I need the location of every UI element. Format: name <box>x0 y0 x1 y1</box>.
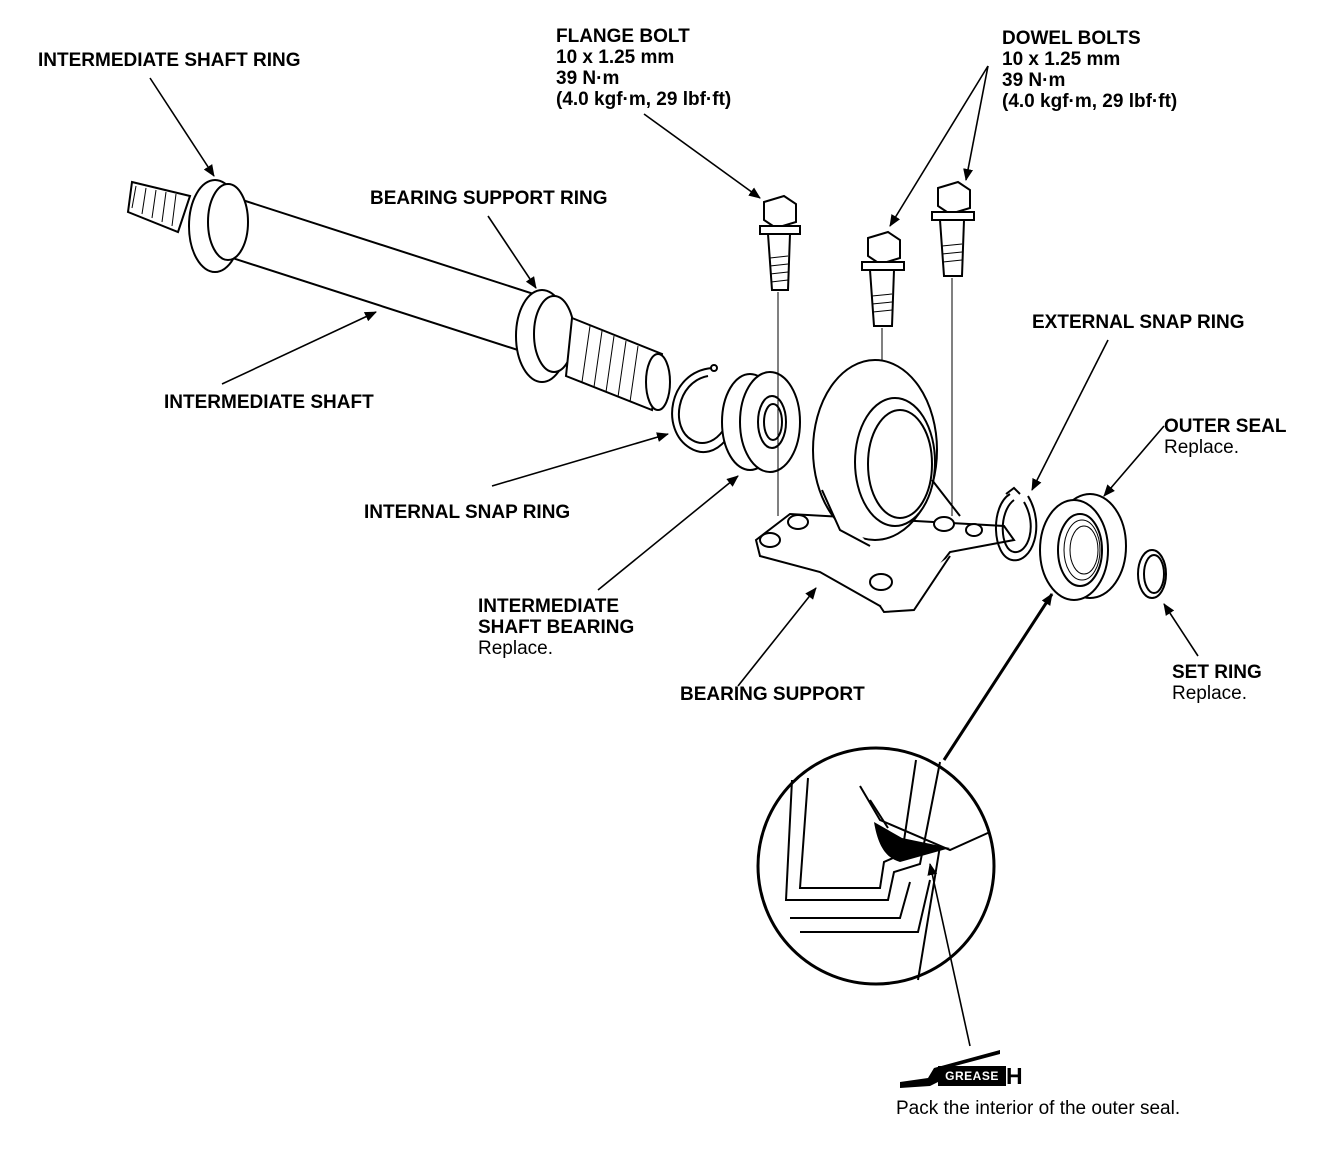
set-ring <box>1137 549 1167 599</box>
label-set-ring: SET RING Replace. <box>1172 662 1262 704</box>
flange-bolt-title: FLANGE BOLT <box>556 26 690 47</box>
set-ring-title: SET RING <box>1172 662 1262 683</box>
external-snap-ring-text: EXTERNAL SNAP RING <box>1032 312 1245 333</box>
dowel-bolts-title: DOWEL BOLTS <box>1002 28 1141 49</box>
flange-bolt-torque-alt: (4.0 kgf·m, 29 lbf·ft) <box>556 89 732 110</box>
grease-note: Pack the interior of the outer seal. <box>896 1098 1181 1119</box>
dowel-bolt-right <box>931 180 975 277</box>
label-intermediate-shaft-bearing: INTERMEDIATE SHAFT BEARING Replace. <box>478 596 634 659</box>
bearing-support-ring-text: BEARING SUPPORT RING <box>370 188 608 209</box>
intermediate-shaft-bearing-line2: SHAFT BEARING <box>478 617 635 638</box>
dowel-bolts-torque-alt: (4.0 kgf·m, 29 lbf·ft) <box>1002 91 1178 112</box>
label-intermediate-shaft-ring: INTERMEDIATE SHAFT RING <box>38 50 300 71</box>
intermediate-shaft-bearing <box>721 371 801 473</box>
internal-snap-ring-text: INTERNAL SNAP RING <box>364 502 571 523</box>
label-internal-snap-ring: INTERNAL SNAP RING <box>364 502 570 523</box>
flange-bolt-size: 10 x 1.25 mm <box>556 47 675 68</box>
intermediate-shaft <box>126 179 671 412</box>
label-bearing-support: BEARING SUPPORT <box>680 684 865 705</box>
flange-bolt <box>759 194 801 291</box>
intermediate-shaft-ring-text: INTERMEDIATE SHAFT RING <box>38 50 301 71</box>
bearing-support <box>754 359 1016 614</box>
flange-bolt-torque: 39 N·m <box>556 68 620 89</box>
set-ring-note: Replace. <box>1172 683 1247 704</box>
label-intermediate-shaft: INTERMEDIATE SHAFT <box>164 392 374 413</box>
outer-seal-note: Replace. <box>1164 437 1239 458</box>
intermediate-shaft-text: INTERMEDIATE SHAFT <box>164 392 374 413</box>
bearing-support-text: BEARING SUPPORT <box>680 684 865 705</box>
label-dowel-bolts: DOWEL BOLTS 10 x 1.25 mm 39 N·m (4.0 kgf… <box>1002 28 1177 112</box>
seal-detail-circle <box>756 746 996 986</box>
label-external-snap-ring: EXTERNAL SNAP RING <box>1032 312 1245 333</box>
grease-h-mark: H <box>1006 1063 1023 1089</box>
label-outer-seal: OUTER SEAL Replace. <box>1164 416 1286 458</box>
grease-tag: GREASE <box>938 1066 1006 1086</box>
outer-seal <box>1039 493 1127 601</box>
label-flange-bolt: FLANGE BOLT 10 x 1.25 mm 39 N·m (4.0 kgf… <box>556 26 731 110</box>
intermediate-shaft-bearing-line1: INTERMEDIATE <box>478 596 620 617</box>
intermediate-shaft-bearing-note: Replace. <box>478 638 553 659</box>
external-snap-ring <box>995 486 1038 562</box>
leader-lines <box>149 65 1199 1047</box>
dowel-bolts-size: 10 x 1.25 mm <box>1002 49 1121 70</box>
dowel-bolt-left <box>861 230 905 327</box>
grease-gun-icon <box>900 1050 1000 1088</box>
detail-leader <box>942 593 1054 761</box>
outer-seal-title: OUTER SEAL <box>1164 416 1287 437</box>
dowel-bolts-torque: 39 N·m <box>1002 70 1066 91</box>
label-bearing-support-ring: BEARING SUPPORT RING <box>370 188 608 209</box>
